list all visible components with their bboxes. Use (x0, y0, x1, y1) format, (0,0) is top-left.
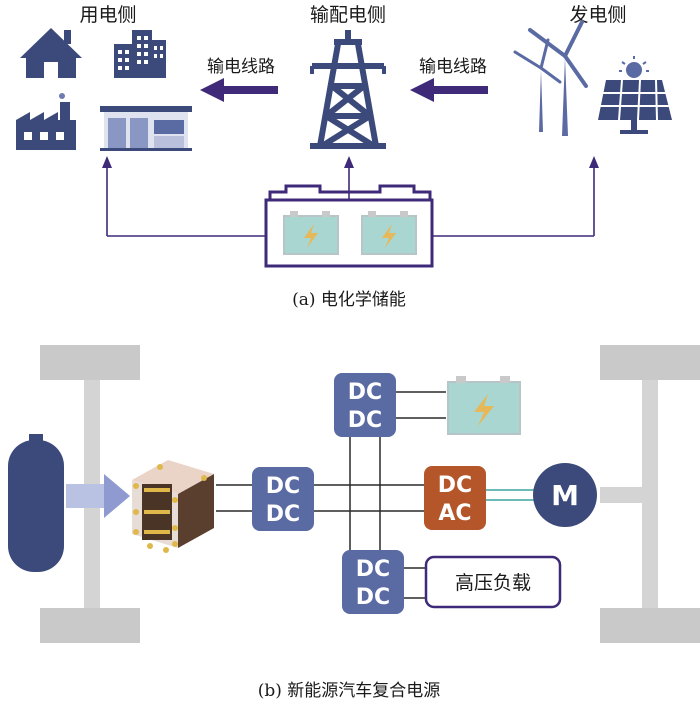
storage-connection-lines (106, 162, 595, 237)
dc-dc-converter-bottom: DC DC (342, 550, 404, 614)
house-icon (20, 28, 82, 78)
consumer-side-label: 用电侧 (79, 4, 136, 26)
arrowhead-grid (344, 156, 354, 168)
dc-ac-inverter: DC AC (424, 466, 486, 530)
city-buildings-icon (114, 30, 166, 78)
battery-icon (361, 211, 417, 255)
grid-side-label: 输配电侧 (310, 4, 386, 26)
arrowhead-generation (589, 156, 599, 168)
inverter-line2: AC (438, 501, 471, 526)
vehicle-battery-icon (447, 376, 521, 435)
dc-bottom-line1: DC (356, 557, 390, 582)
hydrogen-tank-icon (8, 434, 64, 572)
fuel-flow-arrow (66, 474, 130, 518)
high-voltage-load-box: 高压负载 (424, 555, 562, 609)
load-label: 高压负载 (455, 572, 531, 594)
dc-bottom-line2: DC (356, 585, 390, 610)
inverter-line1: DC (438, 473, 472, 498)
left-transmission-arrow (200, 78, 278, 102)
right-transmission-arrow (410, 78, 488, 102)
generation-side-label: 发电侧 (569, 4, 626, 26)
power-bus-wires (216, 391, 446, 599)
fuel-cell-stack-icon (132, 460, 214, 553)
dc-left-line2: DC (266, 502, 300, 527)
arrowhead-consumer (102, 156, 112, 168)
wind-turbine-icon (513, 20, 588, 136)
caption-b: (b) 新能源汽车复合电源 (258, 681, 441, 701)
left-transmission-label: 输电线路 (207, 57, 275, 77)
battery-storage-station (264, 184, 434, 268)
solar-panel-icon (598, 56, 672, 134)
motor-wires (486, 489, 535, 501)
battery-icon (283, 211, 339, 255)
vehicle-chassis (40, 345, 700, 643)
dc-dc-converter-top: DC DC (334, 373, 396, 437)
dc-dc-converter-left: DC DC (252, 467, 314, 531)
dc-top-line1: DC (348, 380, 382, 405)
dc-left-line1: DC (266, 474, 300, 499)
dc-top-line2: DC (348, 408, 382, 433)
caption-a: (a) 电化学储能 (292, 290, 406, 310)
motor-icon: M (533, 463, 597, 527)
factory-icon (16, 93, 76, 150)
right-transmission-label: 输电线路 (419, 57, 487, 77)
transmission-tower-icon (310, 30, 386, 149)
charging-station-icon (100, 106, 192, 151)
motor-label: M (551, 479, 579, 512)
